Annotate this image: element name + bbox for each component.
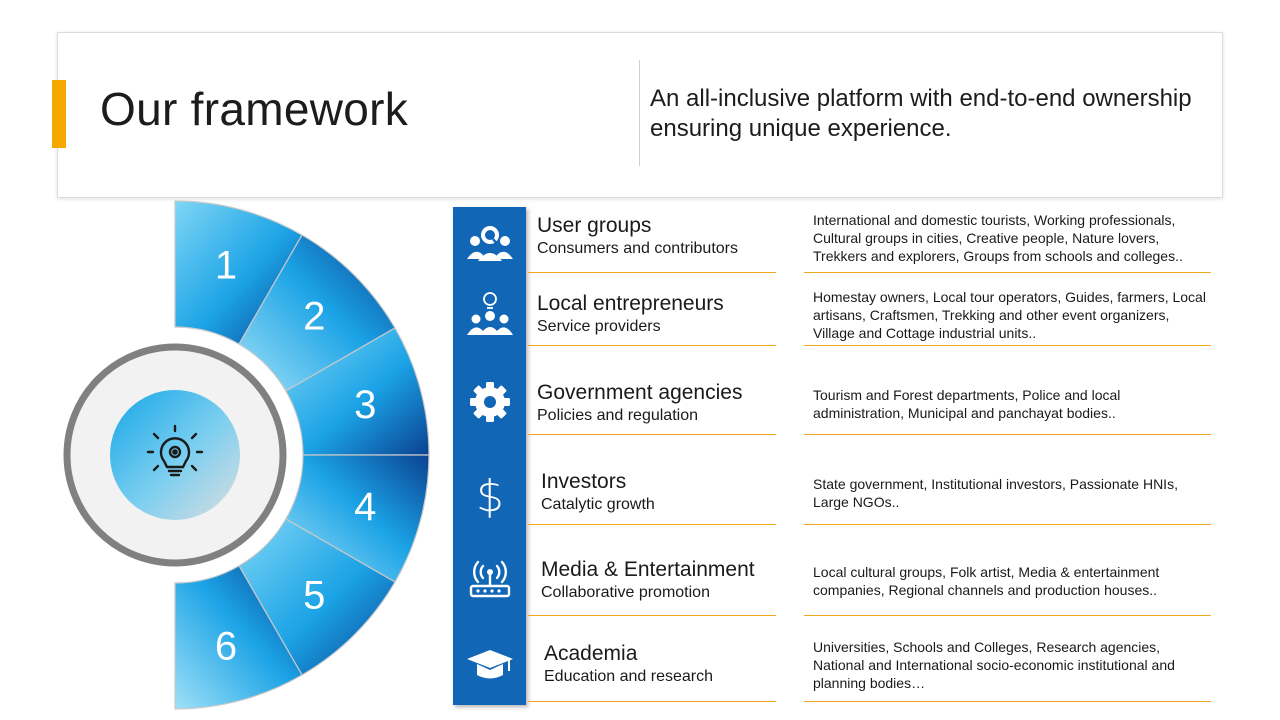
wheel-segment-number: 2 <box>303 295 325 339</box>
category-description-academia: Universities, Schools and Colleges, Rese… <box>813 639 1175 691</box>
category-subtitle-local-entrepreneurs: Service providers <box>537 318 661 335</box>
category-description-user-groups: International and domestic tourists, Wor… <box>813 212 1183 264</box>
wheel-segment-number: 4 <box>354 485 376 529</box>
category-title-media-entertainment: Media & Entertainment <box>541 558 755 581</box>
category-subtitle-user-groups: Consumers and contributors <box>537 240 738 257</box>
wheel-segment-6 <box>174 565 303 710</box>
header-panel <box>57 32 1223 198</box>
description-divider <box>804 434 1211 435</box>
category-description-investors: State government, Institutional investor… <box>813 476 1178 510</box>
category-title-local-entrepreneurs: Local entrepreneurs <box>537 292 724 315</box>
category-divider <box>528 272 776 273</box>
category-divider <box>528 615 776 616</box>
category-title-investors: Investors <box>541 470 627 493</box>
page-subtitle: An all-inclusive platform with end-to-en… <box>650 85 1192 142</box>
description-divider <box>804 524 1211 525</box>
category-icon-strip: $ <box>453 207 526 705</box>
gear-icon <box>470 382 510 422</box>
description-divider <box>804 272 1211 273</box>
wheel-segment-number: 3 <box>354 383 376 427</box>
dollar-icon: $ <box>476 471 504 519</box>
category-divider <box>528 524 776 525</box>
description-divider <box>804 615 1211 616</box>
category-subtitle-academia: Education and research <box>544 668 713 685</box>
lightbulb-gear-icon <box>146 424 204 477</box>
category-divider <box>528 345 776 346</box>
header-divider <box>639 60 640 166</box>
wheel-segments: 1 23 45 6 <box>174 200 430 710</box>
category-divider <box>528 434 776 435</box>
svg-text:$: $ <box>476 471 504 519</box>
title-accent-bar <box>52 80 66 148</box>
category-subtitle-media-entertainment: Collaborative promotion <box>541 584 710 601</box>
wheel-segment-number: 1 <box>215 244 237 288</box>
description-divider <box>804 345 1211 346</box>
category-subtitle-government-agencies: Policies and regulation <box>537 407 698 424</box>
category-subtitle-investors: Catalytic growth <box>541 496 655 513</box>
category-divider <box>528 701 776 702</box>
category-title-academia: Academia <box>544 642 638 665</box>
graduation-cap-icon <box>467 650 513 679</box>
category-description-government-agencies: Tourism and Forest departments, Police a… <box>813 387 1121 421</box>
category-description-local-entrepreneurs: Homestay owners, Local tour operators, G… <box>813 289 1206 341</box>
team-idea-icon <box>467 292 513 335</box>
center-disc <box>110 390 240 520</box>
description-divider <box>804 701 1211 702</box>
framework-wheel: 1 23 45 6 <box>63 200 430 710</box>
wheel-segment-number: 6 <box>215 624 237 668</box>
category-description-media-entertainment: Local cultural groups, Folk artist, Medi… <box>813 564 1160 598</box>
page-title: Our framework <box>100 83 409 135</box>
router-broadcast-icon <box>469 560 511 598</box>
category-title-user-groups: User groups <box>537 214 652 237</box>
wheel-segment-number: 5 <box>303 573 325 617</box>
category-title-government-agencies: Government agencies <box>537 381 743 404</box>
user-search-icon <box>467 226 513 261</box>
